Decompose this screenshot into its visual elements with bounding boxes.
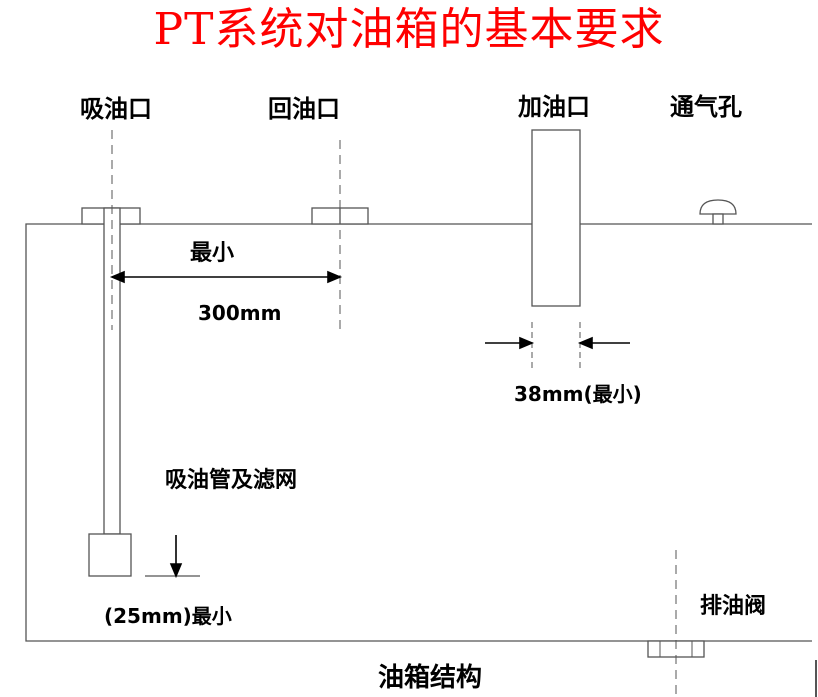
label-filler-width: 38mm(最小): [514, 382, 642, 406]
vent-stem: [712, 213, 724, 225]
label-min-distance-value: 300mm: [198, 301, 282, 325]
label-suction-port: 吸油口: [80, 95, 152, 123]
arrowhead-down: [169, 563, 183, 579]
label-vent-hole: 通气孔: [670, 93, 742, 121]
suction-strainer: [88, 533, 132, 577]
label-return-port: 回油口: [268, 95, 340, 123]
label-suction-pipe-filter: 吸油管及滤网: [165, 468, 298, 493]
vent-cap: [699, 199, 737, 215]
diagram-caption: 油箱结构: [378, 663, 483, 693]
label-filler-port: 加油口: [518, 93, 590, 121]
filler-tube: [531, 129, 581, 307]
page-title: PT系统对油箱的基本要求: [153, 4, 665, 55]
label-min-distance: 最小: [190, 241, 235, 266]
arrowhead-right: [327, 270, 343, 284]
label-bottom-clearance: (25mm)最小: [104, 604, 232, 628]
arrowhead-left: [109, 270, 125, 284]
arrowhead: [519, 336, 535, 350]
arrowhead: [577, 336, 593, 350]
label-drain-valve: 排油阀: [700, 594, 767, 619]
tank-outline: [25, 223, 812, 642]
